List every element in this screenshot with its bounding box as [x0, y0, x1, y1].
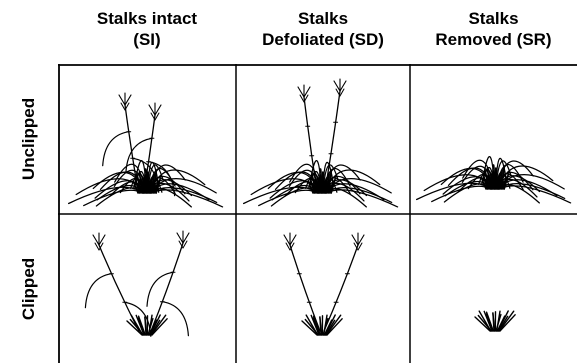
- seed-head: [119, 95, 125, 105]
- seed-head: [99, 235, 105, 245]
- seed-head: [183, 233, 189, 243]
- seed-head: [284, 235, 290, 245]
- column-header-stalks-removed: Stalks Removed (SR): [410, 8, 577, 50]
- cell-unclipped-stalks-removed: [411, 65, 577, 214]
- seed-head: [298, 87, 304, 97]
- clipped-leaf-tuft: [302, 315, 342, 335]
- seed-head: [304, 87, 310, 97]
- seed-head: [149, 105, 155, 115]
- row-header-unclipped: Unclipped: [0, 64, 58, 214]
- basal-leaf: [494, 171, 495, 189]
- stalk-stem: [324, 245, 358, 331]
- cell-clipped-stalks-defoliated: [237, 215, 410, 363]
- row-header-label: Clipped: [19, 257, 39, 319]
- seed-head: [93, 235, 99, 245]
- stalk-stem: [99, 245, 139, 331]
- seed-head: [290, 235, 296, 245]
- basal-leaf-tuft: [244, 161, 398, 207]
- column-header-line1: Stalks: [236, 8, 410, 29]
- stalk-stem: [304, 97, 316, 185]
- column-header-line2: Defoliated (SD): [236, 29, 410, 50]
- seed-head: [352, 235, 358, 245]
- seed-head: [340, 81, 346, 91]
- basal-leaf: [149, 181, 150, 193]
- basal-leaf-tuft: [417, 157, 571, 203]
- seed-head: [334, 81, 340, 91]
- column-header-stalks-intact: Stalks intact (SI): [58, 8, 236, 50]
- stalk-leaf: [147, 272, 173, 306]
- row-header-clipped: Clipped: [0, 214, 58, 363]
- basal-leaf: [497, 177, 498, 189]
- row-header-label: Unclipped: [19, 98, 39, 180]
- clipped-leaf-tuft: [475, 311, 515, 331]
- cell-unclipped-stalks-defoliated: [237, 65, 410, 214]
- stalk-leaf: [85, 274, 111, 308]
- stalk-stem: [326, 91, 340, 185]
- column-header-stalks-defoliated: Stalks Defoliated (SD): [236, 8, 410, 50]
- cell-clipped-stalks-intact: [59, 215, 236, 363]
- stalk-stem: [290, 245, 320, 331]
- cell-clipped-stalks-removed: [411, 215, 577, 363]
- seed-head: [177, 233, 183, 243]
- flowering-stalk: [284, 233, 320, 331]
- column-header-line1: Stalks: [410, 8, 577, 29]
- basal-leaf: [321, 175, 322, 193]
- stalk-stem: [151, 243, 183, 331]
- seed-head: [358, 235, 364, 245]
- flowering-stalk: [324, 233, 364, 331]
- column-header-line2: Removed (SR): [410, 29, 577, 50]
- column-header-line2: (SI): [58, 29, 236, 50]
- stalk-leaf: [103, 132, 129, 166]
- seed-head: [155, 105, 161, 115]
- flowering-stalk: [85, 233, 150, 336]
- cell-unclipped-stalks-intact: [59, 65, 236, 214]
- seed-head: [125, 95, 131, 105]
- flowering-stalk: [147, 231, 189, 336]
- column-header-line1: Stalks intact: [58, 8, 236, 29]
- basal-leaf: [324, 181, 325, 193]
